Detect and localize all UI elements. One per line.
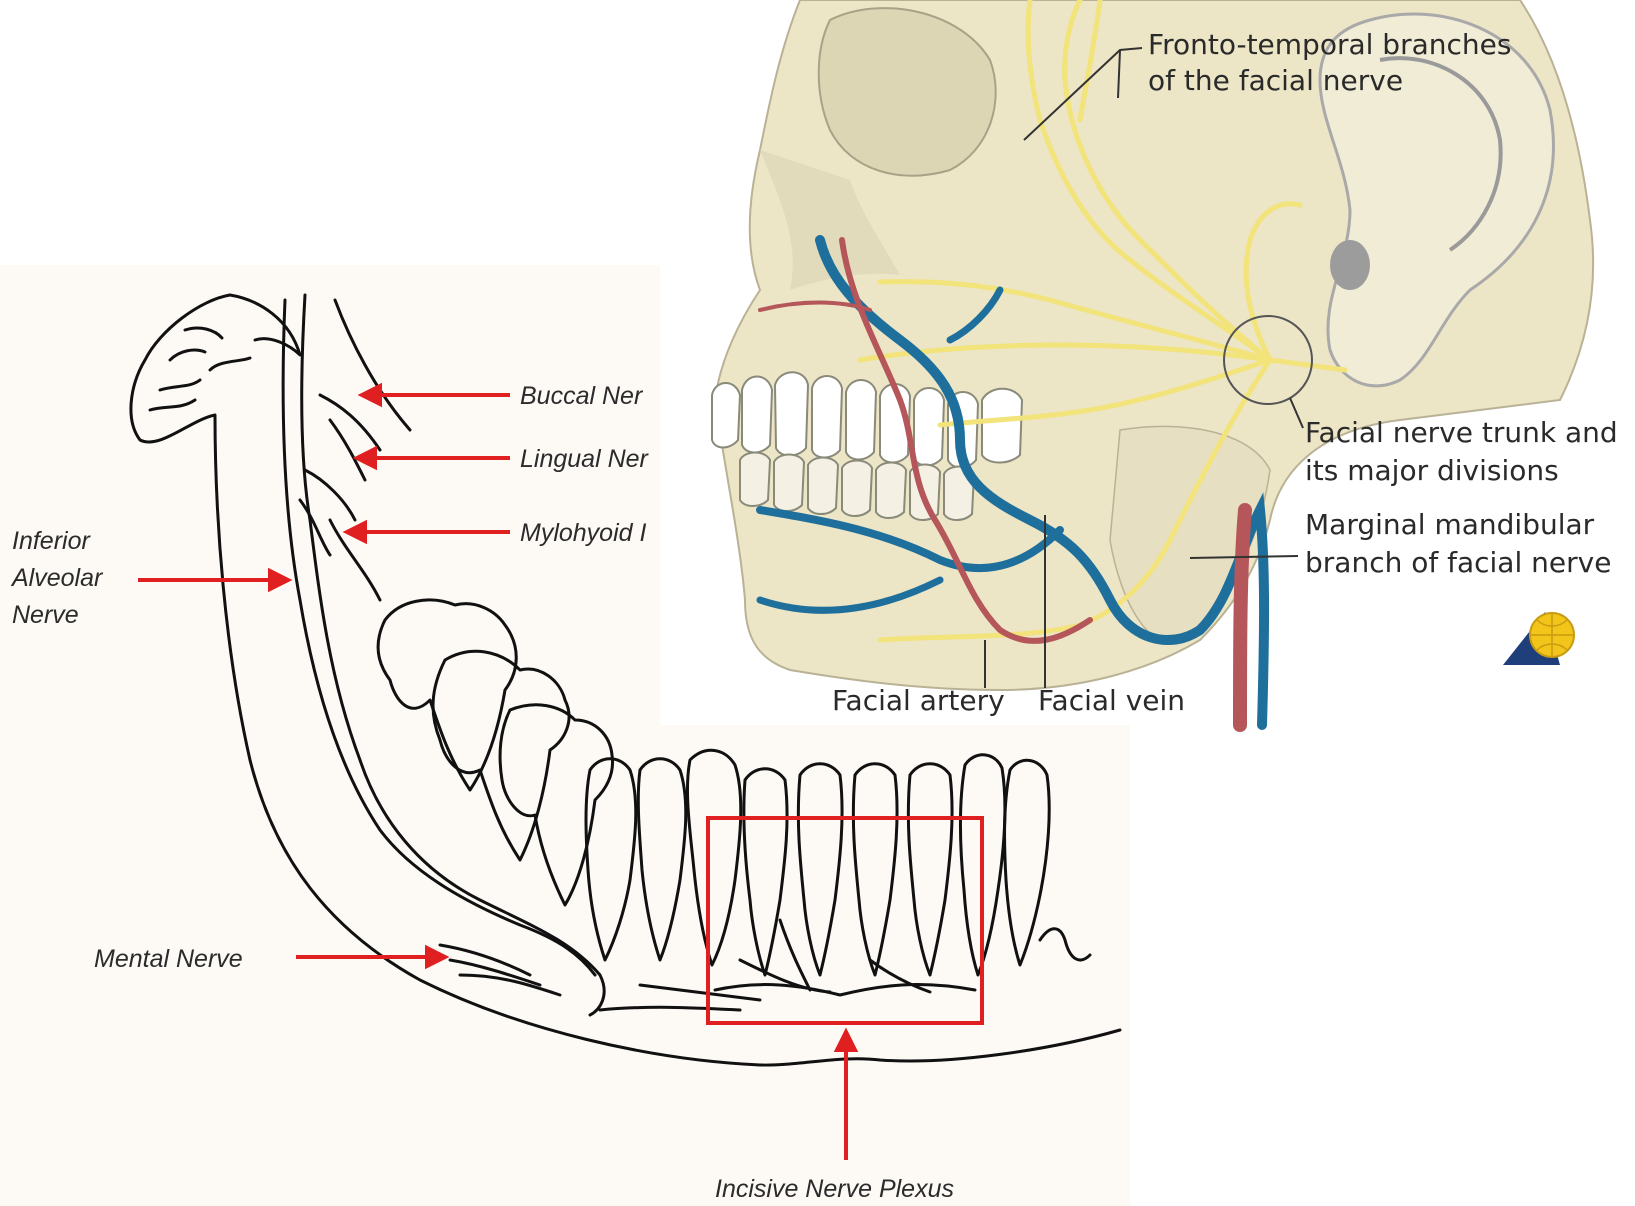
fronto-temporal-label-line1: Fronto-temporal branches (1148, 28, 1511, 61)
marginal-label-line2: branch of facial nerve (1305, 546, 1611, 579)
trunk-label-line2: its major divisions (1305, 454, 1559, 487)
mylohyoid-nerve-label: Mylohyoid I (520, 519, 646, 547)
marginal-label-line1: Marginal mandibular (1305, 508, 1595, 541)
incisive-plexus-label: Incisive Nerve Plexus (715, 1175, 954, 1203)
mental-nerve-label: Mental Nerve (94, 945, 243, 973)
skull-diagram: Fronto-temporal branches of the facial n… (660, 0, 1635, 725)
lingual-nerve-label: Lingual Ner (520, 445, 650, 473)
facial-artery-label: Facial artery (832, 684, 1005, 717)
facial-vein-label: Facial vein (1038, 684, 1185, 717)
inferior-alveolar-label-line1: Inferior (12, 527, 91, 555)
ear-canal (1330, 240, 1370, 290)
fronto-temporal-label-line2: of the facial nerve (1148, 64, 1403, 97)
trunk-label-line1: Facial nerve trunk and (1305, 416, 1618, 449)
buccal-nerve-label: Buccal Ner (520, 382, 644, 410)
inferior-alveolar-label-line3: Nerve (12, 601, 79, 629)
inferior-alveolar-label-line2: Alveolar (10, 564, 104, 592)
